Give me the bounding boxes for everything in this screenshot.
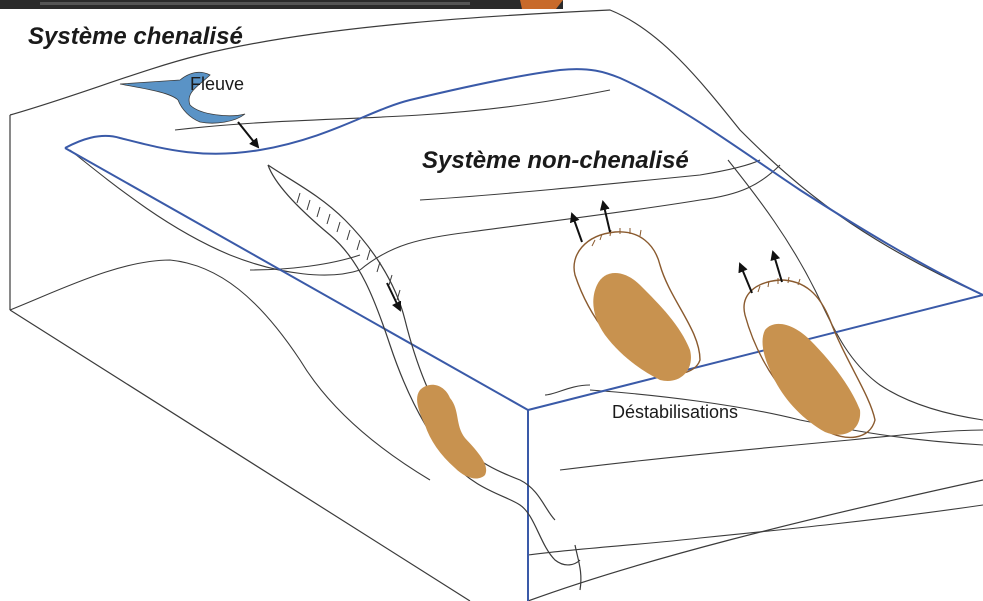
label-systeme-non-chenalise: Système non-chenalisé — [422, 147, 689, 174]
scar-right-arrow-1 — [740, 264, 752, 293]
scar-right-arrow-2 — [773, 252, 782, 282]
block-faces — [10, 10, 983, 601]
scar-right — [744, 277, 875, 437]
canyon-hatches — [297, 193, 400, 300]
scar-left-arrow-2 — [603, 202, 610, 232]
label-fleuve: Fleuve — [190, 74, 244, 94]
label-systeme-chenalise: Système chenalisé — [28, 23, 243, 50]
label-destabilisations: Déstabilisations — [612, 402, 738, 422]
river-arrow — [238, 122, 258, 147]
left-face — [10, 115, 528, 601]
top-photo-strip — [0, 0, 563, 9]
scar-left — [574, 228, 700, 381]
